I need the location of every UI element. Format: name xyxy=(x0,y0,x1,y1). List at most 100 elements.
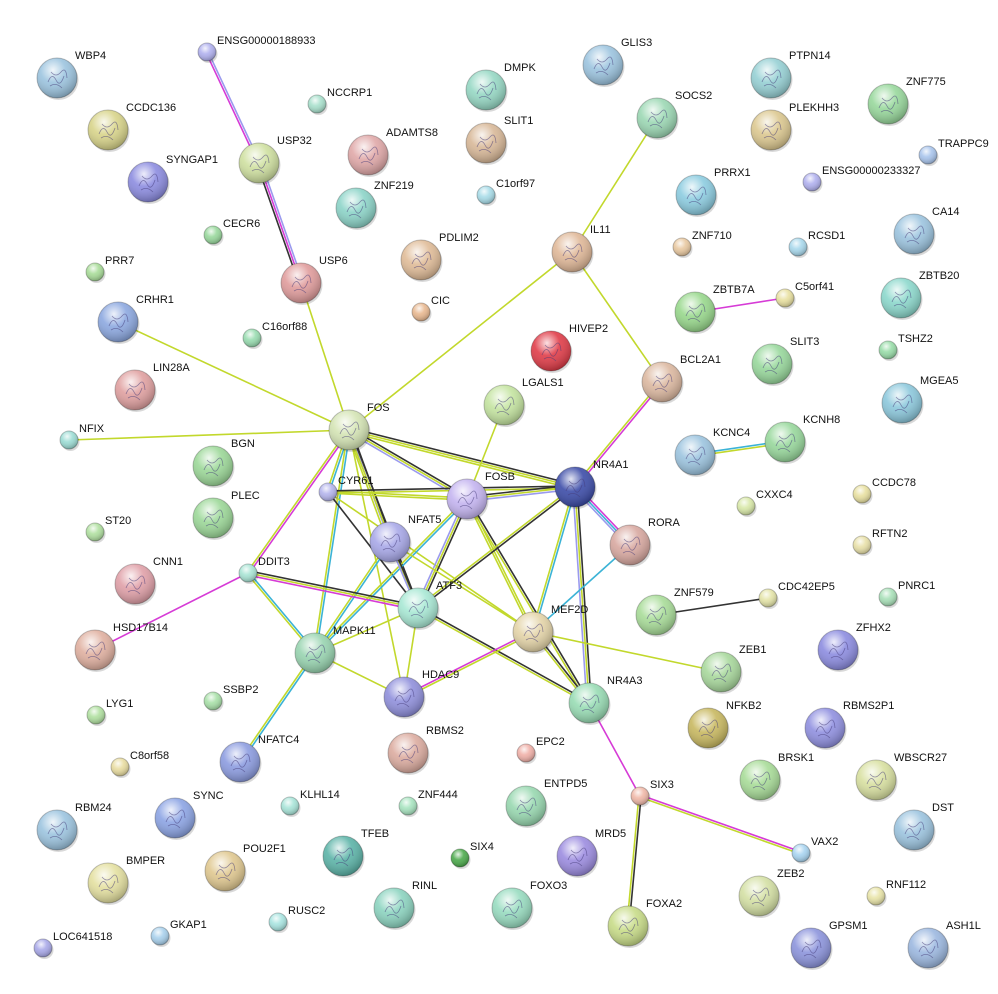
edge-nr4a1-atf3[interactable] xyxy=(416,485,577,610)
node-ssbp2[interactable]: SSBP2 xyxy=(203,684,258,712)
node-nfix[interactable]: NFIX xyxy=(59,423,105,451)
node-foxa2[interactable]: FOXA2 xyxy=(607,898,682,948)
node-glis3[interactable]: GLIS3 xyxy=(582,37,652,87)
node-hsd17b14[interactable]: HSD17B14 xyxy=(74,622,168,672)
node-znf219[interactable]: ZNF219 xyxy=(335,180,414,230)
edge-ddit3-hsd17b14[interactable] xyxy=(94,572,249,651)
node-plec[interactable]: PLEC xyxy=(192,490,260,540)
node-ca14[interactable]: CA14 xyxy=(893,206,960,256)
node-usp6[interactable]: USP6 xyxy=(280,255,348,305)
node-hivep2[interactable]: HIVEP2 xyxy=(530,323,608,373)
edge-nfix-fos[interactable] xyxy=(68,429,350,441)
node-cdc42ep5[interactable]: CDC42EP5 xyxy=(758,581,835,609)
node-zeb2[interactable]: ZEB2 xyxy=(738,868,805,918)
node-nfkb2[interactable]: NFKB2 xyxy=(687,700,761,750)
node-nr4a1[interactable]: NR4A1 xyxy=(554,459,628,509)
node-epc2[interactable]: EPC2 xyxy=(516,736,565,764)
edge-fos-il11[interactable] xyxy=(348,251,573,431)
node-ensg00000233327[interactable]: ENSG00000233327 xyxy=(802,165,920,193)
node-bcl2a1[interactable]: BCL2A1 xyxy=(641,354,721,404)
node-ccdc136[interactable]: CCDC136 xyxy=(87,102,176,152)
edge-ddit3-atf3[interactable] xyxy=(247,570,419,611)
edge-fos-nr4a1[interactable] xyxy=(348,427,576,490)
node-rbms2p1[interactable]: RBMS2P1 xyxy=(804,700,894,750)
node-plekhh3[interactable]: PLEKHH3 xyxy=(750,102,839,152)
edge-nr4a1-nr4a3[interactable] xyxy=(572,486,592,704)
node-c16orf88[interactable]: C16orf88 xyxy=(242,321,307,349)
node-mapk11[interactable]: MAPK11 xyxy=(294,625,376,675)
node-zbtb7a[interactable]: ZBTB7A xyxy=(674,284,755,334)
node-socs2[interactable]: SOCS2 xyxy=(636,90,712,140)
node-dst[interactable]: DST xyxy=(893,802,954,852)
node-pdlim2[interactable]: PDLIM2 xyxy=(400,232,479,282)
node-bmper[interactable]: BMPER xyxy=(87,855,165,905)
node-slit1[interactable]: SLIT1 xyxy=(465,115,533,165)
edge-usp6-fos[interactable] xyxy=(300,282,350,431)
edge-fos-atf3[interactable] xyxy=(347,429,420,609)
node-nfat5[interactable]: NFAT5 xyxy=(369,514,441,564)
node-atf3[interactable]: ATF3 xyxy=(397,580,462,630)
node-gpsm1[interactable]: GPSM1 xyxy=(790,920,868,970)
node-ash1l[interactable]: ASH1L xyxy=(907,920,981,970)
node-syngap1[interactable]: SYNGAP1 xyxy=(127,154,218,204)
node-znf444[interactable]: ZNF444 xyxy=(398,789,458,817)
node-rbm24[interactable]: RBM24 xyxy=(36,802,112,852)
edge-cyr61-mef2d[interactable] xyxy=(327,491,534,633)
node-prrx1[interactable]: PRRX1 xyxy=(675,167,751,217)
node-ddit3[interactable]: DDIT3 xyxy=(238,556,290,584)
node-gkap1[interactable]: GKAP1 xyxy=(150,919,207,947)
node-six3[interactable]: SIX3 xyxy=(630,779,674,807)
node-rcsd1[interactable]: RCSD1 xyxy=(788,230,845,258)
edge-six3-foxa2[interactable] xyxy=(626,795,642,927)
node-six4[interactable]: SIX4 xyxy=(450,841,494,869)
node-sync[interactable]: SYNC xyxy=(154,790,224,840)
node-zeb1[interactable]: ZEB1 xyxy=(700,644,767,694)
node-dmpk[interactable]: DMPK xyxy=(465,62,536,112)
node-c8orf58[interactable]: C8orf58 xyxy=(110,750,169,778)
node-brsk1[interactable]: BRSK1 xyxy=(739,752,814,802)
edge-atf3-nr4a3[interactable] xyxy=(417,606,590,705)
node-vax2[interactable]: VAX2 xyxy=(791,836,838,864)
edge-fos-fosb[interactable] xyxy=(347,427,469,502)
node-rusc2[interactable]: RUSC2 xyxy=(268,905,325,933)
node-lyg1[interactable]: LYG1 xyxy=(86,698,133,726)
node-rnf112[interactable]: RNF112 xyxy=(866,879,926,907)
node-trappc9[interactable]: TRAPPC9 xyxy=(918,138,989,166)
node-wbscr27[interactable]: WBSCR27 xyxy=(855,752,947,802)
edge-il11-socs2[interactable] xyxy=(571,117,658,253)
node-znf775[interactable]: ZNF775 xyxy=(867,76,946,126)
node-c1orf97[interactable]: C1orf97 xyxy=(476,178,535,206)
edge-mef2d-zeb1[interactable] xyxy=(532,631,722,673)
node-entpd5[interactable]: ENTPD5 xyxy=(505,778,587,828)
node-fos[interactable]: FOS xyxy=(328,402,390,452)
node-cxxc4[interactable]: CXXC4 xyxy=(736,489,793,517)
node-ccdc78[interactable]: CCDC78 xyxy=(852,477,916,505)
edge-fosb-nr4a3[interactable] xyxy=(465,498,591,704)
node-rinl[interactable]: RINL xyxy=(373,880,437,930)
edge-fos-ddit3[interactable] xyxy=(246,428,351,575)
node-rftn2[interactable]: RFTN2 xyxy=(852,528,907,556)
edge-crhr1-fos[interactable] xyxy=(117,321,350,431)
node-kcnc4[interactable]: KCNC4 xyxy=(674,427,750,477)
node-zbtb20[interactable]: ZBTB20 xyxy=(880,270,959,320)
node-cic[interactable]: CIC xyxy=(411,295,450,323)
node-st20[interactable]: ST20 xyxy=(85,515,131,543)
edge-il11-bcl2a1[interactable] xyxy=(571,251,663,383)
node-nr4a3[interactable]: NR4A3 xyxy=(568,675,642,725)
node-il11[interactable]: IL11 xyxy=(551,224,611,274)
node-znf579[interactable]: ZNF579 xyxy=(635,587,714,637)
node-znf710[interactable]: ZNF710 xyxy=(672,230,732,258)
node-klhl14[interactable]: KLHL14 xyxy=(280,789,340,817)
node-cyr61[interactable]: CYR61 xyxy=(318,475,373,503)
edge-fos-mapk11[interactable] xyxy=(313,429,351,654)
node-nfatc4[interactable]: NFATC4 xyxy=(219,734,299,784)
node-mgea5[interactable]: MGEA5 xyxy=(881,375,959,425)
node-tshz2[interactable]: TSHZ2 xyxy=(878,333,933,361)
node-wbp4[interactable]: WBP4 xyxy=(36,50,106,100)
node-pou2f1[interactable]: POU2F1 xyxy=(204,843,286,893)
node-nccrp1[interactable]: NCCRP1 xyxy=(307,87,372,115)
edge-fosb-mapk11[interactable] xyxy=(313,497,469,655)
node-lgals1[interactable]: LGALS1 xyxy=(483,377,564,427)
edge-mef2d-rora[interactable] xyxy=(532,544,631,633)
edge-nr4a1-mef2d[interactable] xyxy=(531,486,577,633)
